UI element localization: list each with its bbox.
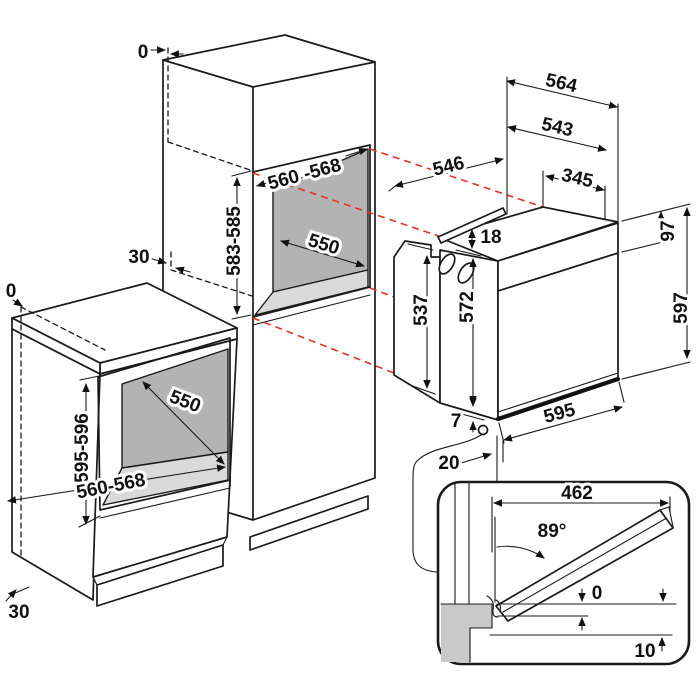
base-cabinet-plinth [96, 544, 224, 607]
dim-tall-front-gap: 30 [128, 247, 149, 268]
dim-door-width: 462 [561, 483, 593, 504]
oven-rear-ledge [437, 207, 507, 244]
door-hinge [486, 595, 499, 618]
cabinet-section [441, 604, 492, 662]
dim-oven-side-height: 537 [411, 294, 432, 326]
dim-oven-front-height: 572 [457, 291, 478, 323]
dim-oven-rear-step: 18 [480, 227, 501, 248]
dim-tall-niche-height: 583-585 [224, 206, 245, 276]
dim-oven-front-clearance: 20 [438, 453, 459, 474]
oven-vent-slot [438, 253, 456, 275]
dim-oven-height-overall: 597 [671, 292, 692, 324]
oven-top [437, 206, 619, 262]
dim-door-flush-gap: 0 [592, 583, 603, 604]
dim-base-wall-gap: 0 [6, 281, 17, 302]
dim-base-niche-height: 595-596 [72, 413, 93, 483]
dim-tall-top-gap: 0 [138, 42, 149, 63]
inset-leader-line [412, 434, 482, 573]
dim-door-bottom-clearance: 10 [634, 641, 655, 662]
dim-oven-bottom-gap: 7 [451, 411, 462, 432]
hinge-reference-point [477, 424, 489, 436]
dim-oven-control-panel-height: 97 [658, 220, 679, 241]
dim-door-angle: 89° [538, 521, 567, 542]
tall-cabinet-plinth [249, 495, 369, 551]
dim-base-plinth-recess: 30 [8, 602, 29, 623]
door-detail-inset: 462 89° 0 10 [412, 434, 691, 666]
base-cabinet [11, 282, 238, 607]
